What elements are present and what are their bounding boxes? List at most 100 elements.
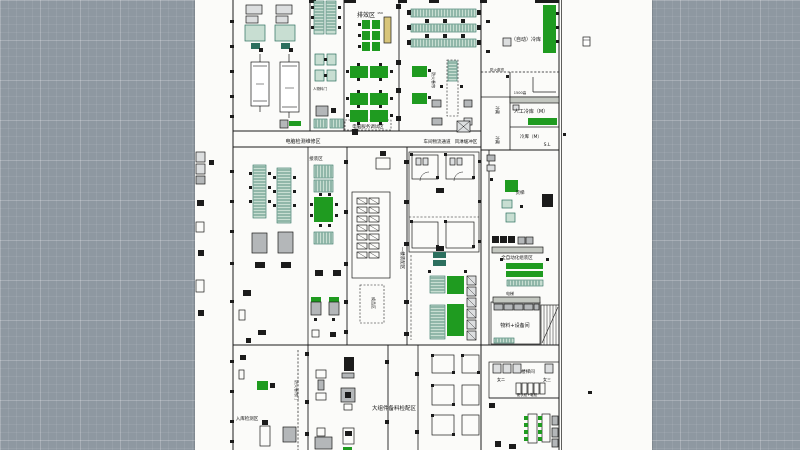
plan-rect	[452, 371, 455, 374]
striped-table	[493, 337, 515, 344]
plan-rect	[344, 330, 348, 334]
plan-rect	[379, 90, 382, 93]
wall-line	[368, 224, 380, 232]
plan-rect	[460, 85, 463, 88]
plan-shapes	[195, 0, 592, 450]
wall-line	[541, 306, 559, 344]
plan-rect	[238, 309, 246, 321]
plan-rect	[411, 221, 439, 249]
plan-rect	[425, 34, 429, 38]
plan-rect	[368, 224, 380, 232]
plan-rect	[293, 176, 296, 179]
zone-label: 物料+设备间	[500, 322, 529, 329]
plan-rect	[431, 354, 455, 374]
plan-rect	[431, 414, 455, 436]
plan-rect	[230, 20, 234, 23]
plan-rect	[351, 191, 391, 279]
plan-rect	[509, 444, 516, 449]
plan-rect	[493, 303, 504, 311]
zone-label: 1500高	[514, 90, 527, 95]
wall-line	[368, 197, 380, 205]
plan-rect	[335, 203, 338, 206]
zone-label: S.L	[544, 142, 551, 148]
green-furniture-block	[524, 430, 528, 434]
plan-rect	[342, 427, 355, 445]
wall-line	[368, 206, 380, 214]
plan-rect	[338, 16, 341, 19]
plan-rect	[198, 250, 204, 256]
door-arc	[419, 171, 430, 182]
plan-rect	[345, 431, 352, 436]
zone-label: 成品区	[371, 297, 377, 309]
plan-rect	[492, 296, 541, 304]
striped-table	[313, 118, 328, 129]
plan-rect	[433, 252, 446, 258]
plan-rect	[436, 188, 444, 193]
plan-rect	[282, 426, 297, 443]
plan-rect	[535, 0, 559, 3]
green-furniture-block	[370, 110, 388, 122]
plan-rect	[582, 36, 591, 47]
zone-label: 一楼装配区	[399, 247, 406, 270]
zone-label: 150	[377, 11, 383, 15]
plan-rect	[358, 23, 361, 26]
plan-rect	[404, 242, 409, 246]
plan-rect	[309, 0, 316, 3]
plan-rect	[404, 332, 409, 336]
plan-rect	[456, 157, 463, 166]
plan-rect	[343, 403, 353, 411]
plan-rect	[368, 197, 380, 205]
zone-label: 防火卷帘	[431, 72, 437, 88]
plan-rect	[368, 206, 380, 214]
plan-rect	[324, 74, 327, 77]
wall-line	[356, 224, 368, 232]
plan-rect	[477, 25, 481, 30]
plan-rect	[410, 220, 413, 223]
plan-rect	[273, 190, 276, 193]
dashed-room	[446, 59, 459, 117]
plan-rect	[311, 26, 314, 29]
plan-rect	[245, 4, 263, 15]
plan-rect	[238, 369, 245, 380]
plan-rect	[310, 203, 313, 206]
plan-rect	[449, 157, 456, 166]
plan-rect	[328, 224, 331, 227]
plan-rect	[268, 186, 271, 189]
plan-rect	[390, 97, 393, 100]
plan-rect	[346, 114, 349, 117]
plan-rect	[588, 391, 592, 394]
green-furniture-block	[506, 263, 543, 269]
plan-rect	[431, 414, 434, 417]
plan-rect	[431, 384, 434, 387]
plan-rect	[461, 414, 480, 436]
plan-rect	[356, 215, 368, 223]
plan-rect	[281, 43, 290, 49]
plan-rect	[492, 236, 499, 243]
plan-rect	[230, 390, 234, 393]
zone-label: 防火卷帘门	[294, 380, 300, 400]
plan-rect	[262, 420, 268, 425]
plan-rect	[338, 26, 341, 29]
plan-rect	[533, 303, 540, 311]
plan-rect	[195, 221, 205, 233]
plan-rect	[316, 427, 326, 437]
green-furniture-block	[314, 197, 333, 222]
plan-rect	[379, 78, 382, 81]
dashed-room	[359, 284, 385, 324]
green-furniture-block	[543, 5, 556, 53]
plan-rect	[230, 230, 234, 233]
plan-rect	[551, 427, 559, 438]
plan-rect	[314, 436, 333, 450]
plan-rect	[356, 224, 368, 232]
plan-rect	[390, 114, 393, 117]
striped-table	[252, 164, 267, 219]
wall-line	[356, 197, 368, 205]
plan-rect	[251, 43, 260, 49]
plan-rect	[556, 12, 559, 15]
plan-rect	[379, 63, 382, 66]
striped-table	[410, 8, 477, 18]
plan-rect	[407, 10, 411, 15]
green-furniture-block	[372, 42, 380, 51]
zone-label: 车间物流通道	[424, 138, 451, 145]
